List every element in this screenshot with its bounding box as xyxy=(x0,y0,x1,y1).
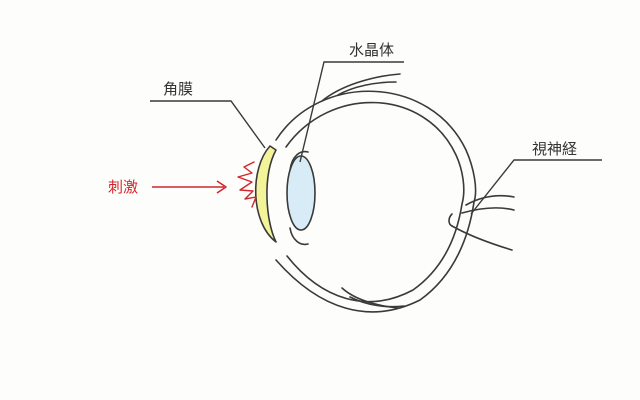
lens-label: 水晶体 xyxy=(349,41,394,59)
stimulus-burst-icon xyxy=(237,161,257,208)
stimulus-arrow-head xyxy=(216,180,227,194)
optic-nerve-upper xyxy=(465,194,515,206)
cornea xyxy=(254,145,277,243)
optic-nerve-label: 視神経 xyxy=(532,140,577,158)
optic-disc xyxy=(448,213,453,227)
lens-leader-line xyxy=(299,61,404,163)
outer-lower-curve-inner xyxy=(349,296,405,308)
optic-nerve-lower xyxy=(451,225,513,251)
cornea-label: 角膜 xyxy=(163,80,193,98)
lens xyxy=(286,155,316,231)
stimulus-label: 刺激 xyxy=(108,178,138,196)
iris-lower xyxy=(289,227,309,246)
outer-upper-curve xyxy=(321,73,401,102)
optic-nerve-leader-line xyxy=(470,159,602,215)
cornea-leader-line xyxy=(150,100,266,149)
optic-nerve-upper-2 xyxy=(461,207,515,214)
outer-upper-curve-inner xyxy=(337,81,397,96)
eyeball-outer-wall xyxy=(275,90,477,313)
